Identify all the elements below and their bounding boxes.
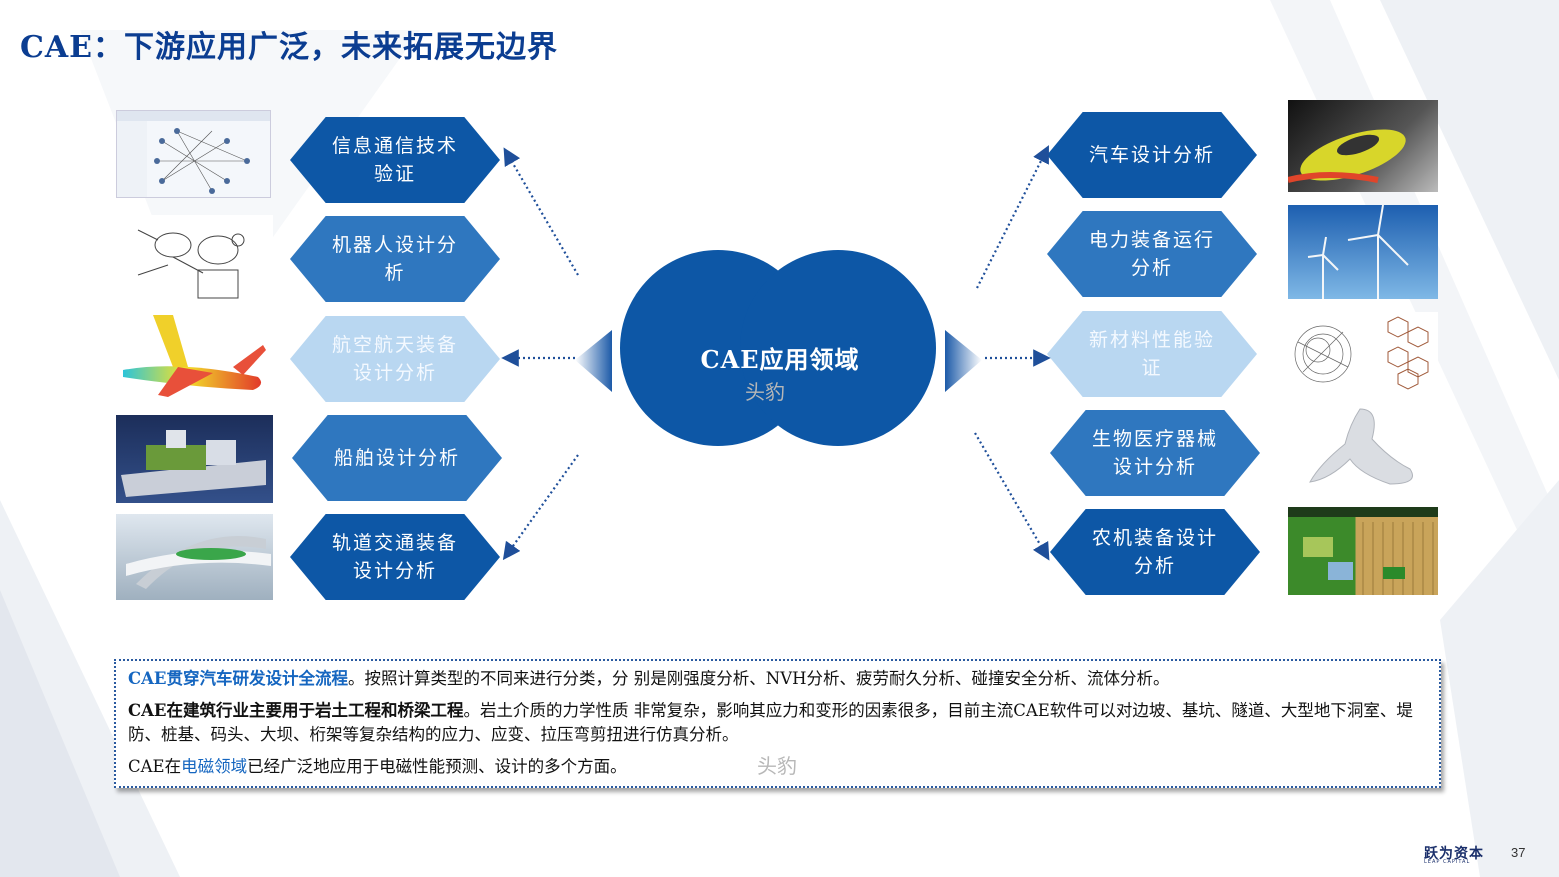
hex-right-automotive: 汽车设计分析 — [1047, 112, 1257, 198]
car-simulation-image — [1288, 100, 1438, 192]
page-number: 37 — [1511, 845, 1526, 860]
watermark-bottom: 头豹 — [757, 754, 797, 778]
center-shape: CAE应用领域 — [610, 245, 950, 455]
hex-left-ship: 船舶设计分析 — [292, 415, 502, 501]
farm-game-image — [1288, 507, 1438, 595]
hex-left-aerospace: 航空航天装备设计分析 — [290, 316, 500, 402]
hex-right-material: 新材料性能验证 — [1047, 311, 1257, 397]
page-title: CAE：下游应用广泛，未来拓展无边界 — [20, 30, 559, 65]
note-electromagnetic: CAE在电磁领域已经广泛地应用于电磁性能预测、设计的多个方面。 — [128, 757, 627, 776]
footer-logo-sub: LEAP CAPITAL — [1424, 859, 1471, 865]
hex-left-ict: 信息通信技术验证 — [290, 117, 500, 203]
material-structure-image — [1288, 312, 1438, 400]
footer-logo: 跃为资本 — [1424, 846, 1484, 862]
hex-right-agri: 农机装备设计分析 — [1050, 509, 1260, 595]
note-automotive: CAE贯穿汽车研发设计全流程。按照计算类型的不同来进行分类，分 别是刚强度分析、… — [128, 669, 1170, 688]
watermark: 头豹 — [745, 380, 785, 404]
network-diagram-image — [116, 110, 271, 198]
hex-left-robot: 机器人设计分析 — [290, 216, 500, 302]
note-construction: CAE在建筑行业主要用于岩土工程和桥梁工程。岩土介质的力学性质 非常复杂，影响其… — [128, 701, 1413, 744]
hex-right-power: 电力装备运行分析 — [1047, 211, 1257, 297]
robot-drawing-image — [128, 215, 273, 305]
wind-turbine-image — [1288, 205, 1438, 299]
center-label: CAE应用领域 — [700, 345, 860, 374]
bone-model-image — [1300, 404, 1432, 496]
notes-box: CAE贯穿汽车研发设计全流程。按照计算类型的不同来进行分类，分 别是刚强度分析、… — [114, 659, 1441, 788]
hex-left-rail: 轨道交通装备设计分析 — [290, 514, 500, 600]
rail-transit-image — [116, 514, 273, 600]
hex-right-medical: 生物医疗器械设计分析 — [1050, 410, 1260, 496]
ship-model-image — [116, 415, 273, 503]
airplane-simulation-image — [118, 305, 268, 397]
